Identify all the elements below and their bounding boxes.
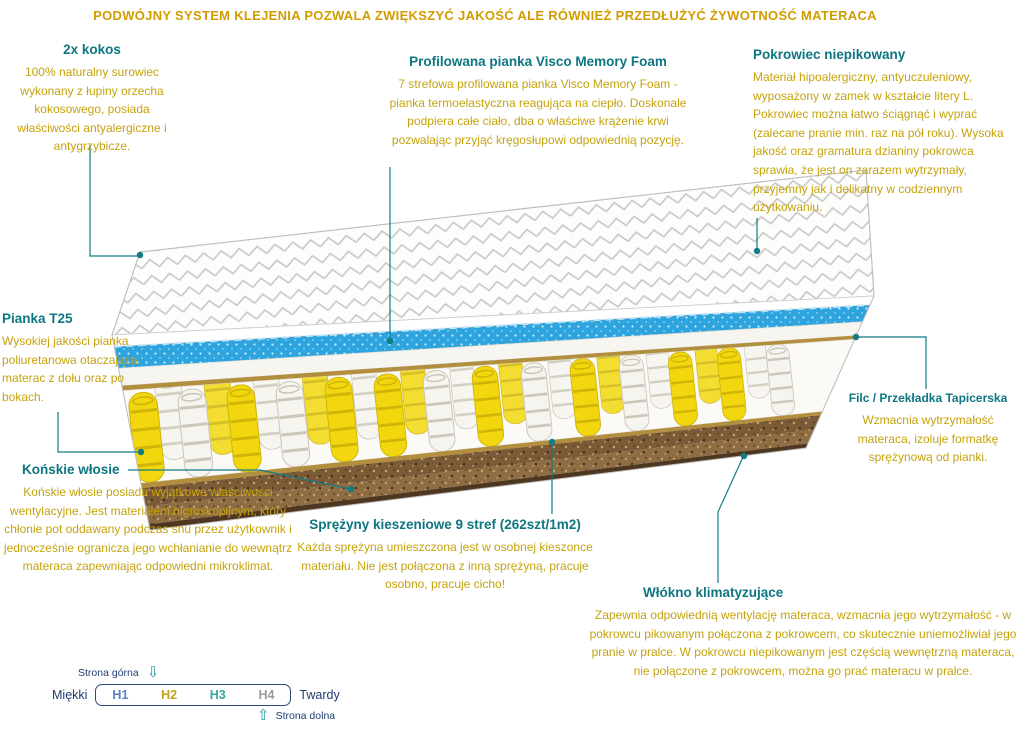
bottom-edge [148, 443, 809, 530]
connector-dots [136, 247, 860, 493]
banner-headline: PODWÓJNY SYSTEM KLEJENIA POZWALA ZWIĘKSZ… [93, 8, 877, 23]
connector-lines [57, 145, 927, 583]
annotation-filc: Filc / Przekładka Tapicerska Wzmacnia wy… [838, 391, 1018, 467]
annotation-pianka-t25: Pianka T25 Wysokiej jakości pianka poliu… [2, 311, 162, 406]
hard-label: Twardy [299, 688, 340, 702]
annotation-sprezyny-body: Każda sprężyna umieszczona jest w osobne… [297, 540, 593, 592]
lower-felt-layer [140, 411, 823, 489]
annotation-profilowana-title: Profilowana pianka Visco Memory Foam [409, 54, 667, 69]
connector-filc [858, 336, 927, 389]
annotation-profilowana-body: 7 strefowa profilowana pianka Visco Memo… [389, 77, 687, 147]
annotation-pokrowiec-title: Pokrowiec niepikowany [753, 47, 906, 62]
annotation-profilowana: Profilowana pianka Visco Memory Foam 7 s… [388, 54, 688, 149]
visco-memory-foam-layer [114, 304, 870, 369]
firmness-level-h2: H2 [161, 688, 178, 702]
annotation-sprezyny-title: Sprężyny kieszeniowe 9 stref (262szt/1m2… [309, 517, 581, 532]
connector-konskie [128, 469, 351, 490]
annotation-pianka-t25-title: Pianka T25 [2, 311, 73, 326]
annotation-kokos-title: 2x kokos [63, 42, 121, 57]
annotation-pokrowiec: Pokrowiec niepikowany Materiał hipoalerg… [753, 47, 1005, 217]
annotation-sprezyny: Sprężyny kieszeniowe 9 stref (262szt/1m2… [295, 517, 595, 594]
mattress-outline [111, 169, 875, 531]
top-side-label: Strona górna [78, 666, 139, 679]
annotation-wlokno-title: Włókno klimatyzujące [643, 585, 784, 600]
firmness-levels-box: H1 H2 H3 H4 [95, 684, 292, 706]
firmness-scale: Strona górna ⇩ Miękki H1 H2 H3 H4 Twardy… [52, 665, 382, 723]
connector-pianka-t25 [57, 412, 138, 453]
annotation-kokos: 2x kokos 100% naturalny surowiec wykonan… [2, 42, 182, 156]
annotation-filc-body: Wzmacnia wytrzymałość materaca, izoluje … [857, 413, 999, 465]
annotation-wlokno-body: Zapewnia odpowiednią wentylację materaca… [589, 608, 1017, 678]
annotation-kokos-body: 100% naturalny surowiec wykonany z łupin… [17, 65, 167, 154]
connector-kokos [89, 145, 138, 257]
firmness-level-h3: H3 [209, 688, 226, 702]
connector-wlokno [717, 456, 744, 583]
annotation-wlokno: Włókno klimatyzujące Zapewnia odpowiedni… [588, 585, 1018, 680]
felt-layer [121, 335, 857, 391]
annotation-filc-title: Filc / Przekładka Tapicerska [848, 391, 1008, 405]
arrow-up-icon: ⇧ [257, 707, 270, 724]
annotation-pokrowiec-body: Materiał hipoalergiczny, antyuczuleniowy… [753, 70, 1004, 215]
annotation-konskie-wlosie: Końskie włosie Końskie włosie posiada wy… [2, 462, 294, 576]
annotation-konskie-wlosie-body: Końskie włosie posiada wyjątkowe właściw… [3, 485, 293, 574]
firmness-level-h1: H1 [112, 688, 129, 702]
coconut-layer [141, 415, 821, 507]
annotation-pianka-t25-body: Wysokiej jakości pianka poliuretanowa ot… [2, 334, 138, 404]
bottom-side-label: Strona dolna [275, 709, 336, 722]
base-foam-layer [145, 429, 815, 525]
firmness-level-h4: H4 [258, 688, 275, 702]
soft-label: Miękki [52, 688, 88, 702]
arrow-down-icon: ⇩ [146, 664, 160, 681]
annotation-konskie-wlosie-title: Końskie włosie [22, 462, 120, 477]
